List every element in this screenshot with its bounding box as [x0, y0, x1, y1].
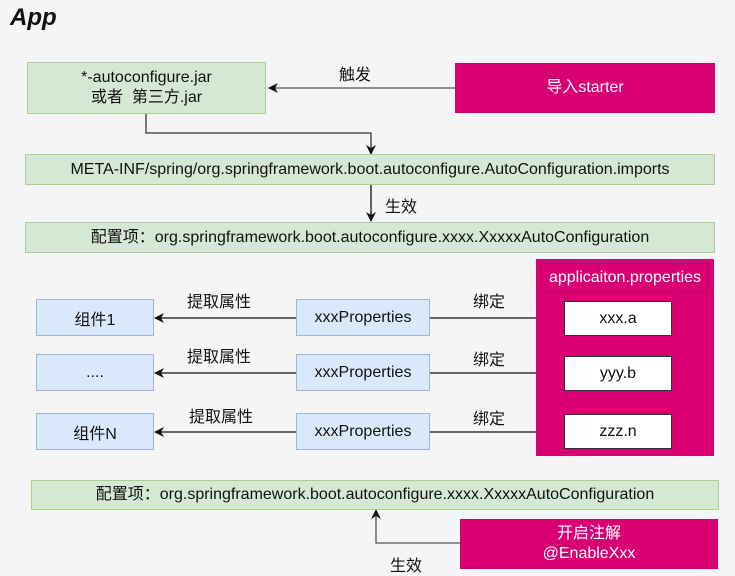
properties-class-node[interactable]: xxxProperties: [296, 354, 430, 391]
label-bind: 绑定: [473, 352, 506, 369]
label-bind: 绑定: [473, 411, 506, 428]
properties-class-node[interactable]: xxxProperties: [296, 413, 430, 450]
label-trigger: 触发: [339, 67, 372, 84]
config-item-top-node[interactable]: 配置项：org.springframework.boot.autoconfigu…: [25, 222, 715, 253]
label-extract: 提取属性: [189, 409, 254, 426]
component-node[interactable]: ....: [36, 354, 154, 391]
jar-line-2: 或者 第三方.jar: [90, 89, 203, 106]
label-extract: 提取属性: [187, 294, 252, 311]
component-node[interactable]: 组件N: [36, 413, 154, 450]
component-node[interactable]: 组件1: [36, 299, 154, 336]
properties-class-node[interactable]: xxxProperties: [296, 299, 430, 336]
property-entry[interactable]: xxx.a: [564, 301, 672, 336]
property-entry[interactable]: yyy.b: [564, 356, 672, 391]
config-item-bottom-node[interactable]: 配置项：org.springframework.boot.autoconfigu…: [31, 480, 719, 510]
label-bind: 绑定: [473, 294, 506, 311]
label-extract: 提取属性: [187, 349, 252, 366]
edge-jar-to-imports: [145, 113, 376, 155]
jar-line-1: *-autoconfigure.jar: [81, 69, 212, 86]
property-entry[interactable]: zzz.n: [564, 414, 672, 449]
app-properties-title: applicaiton.properties: [541, 263, 709, 292]
autoconfigure-jar-node[interactable]: *-autoconfigure.jar 或者 第三方.jar: [27, 62, 266, 114]
edge-effective-bottom: [371, 509, 460, 544]
enable-line-1: 开启注解: [556, 525, 621, 542]
import-starter-node[interactable]: 导入starter: [455, 63, 715, 113]
imports-file-node[interactable]: META-INF/spring/org.springframework.boot…: [25, 154, 715, 185]
enable-annotation-node[interactable]: 开启注解 @EnableXxx: [460, 519, 718, 569]
label-effective-top: 生效: [385, 199, 418, 216]
label-effective-bottom: 生效: [390, 558, 423, 575]
enable-line-2: @EnableXxx: [542, 545, 636, 562]
app-title: App: [10, 4, 57, 31]
